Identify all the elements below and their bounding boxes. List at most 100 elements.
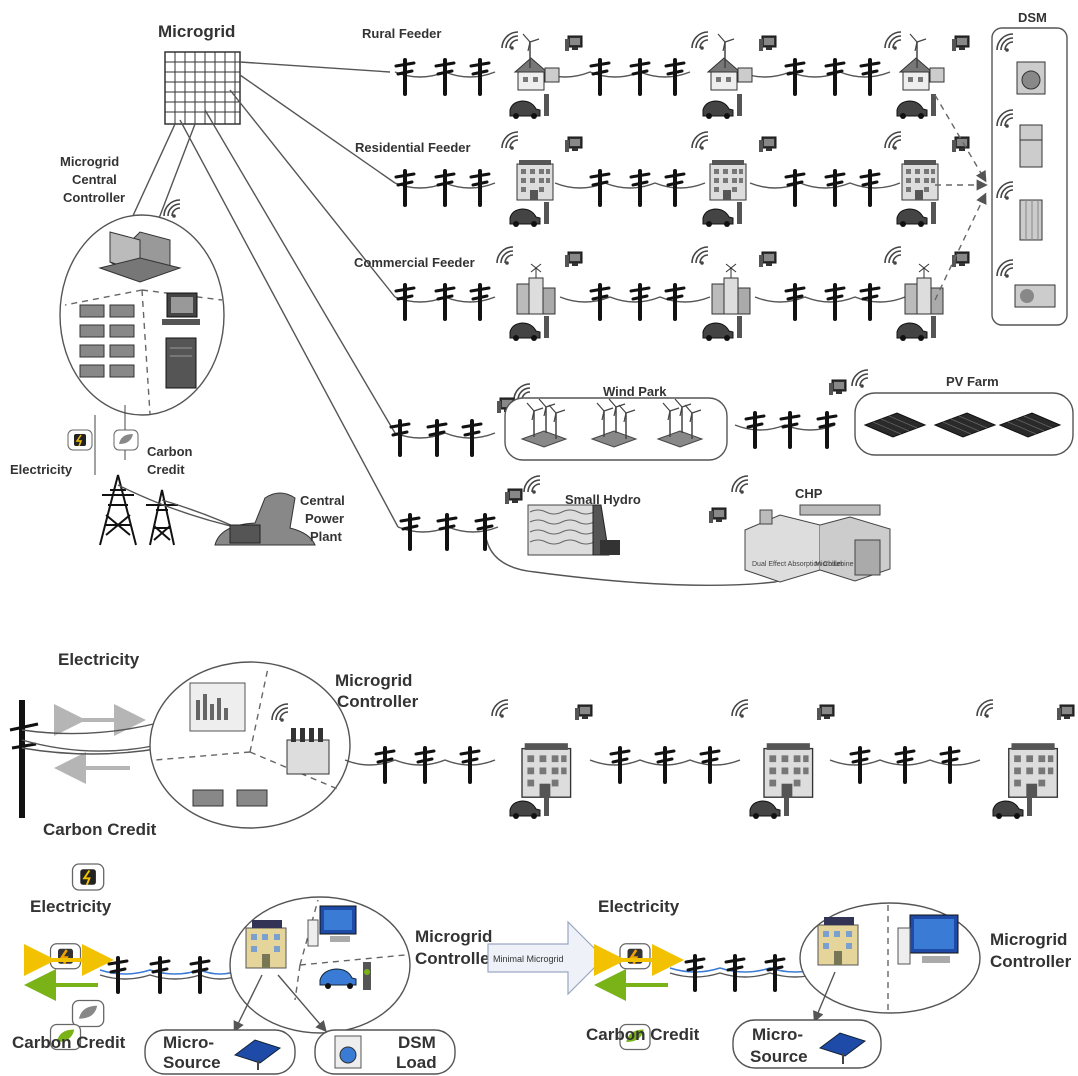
- dsm-load-label-1: DSM: [398, 1033, 436, 1052]
- microgrid-controller-bl-label-1: Microgrid: [415, 927, 492, 946]
- small-hydro-icon: [527, 504, 620, 556]
- micro-source-arrow: [233, 974, 263, 1033]
- top-section: Microgrid Microgrid Central Controller: [10, 10, 1074, 587]
- dsm-load-arrow: [277, 974, 327, 1033]
- micro-source-br-label-1: Micro-: [752, 1025, 803, 1044]
- solar-panel-icon: [864, 412, 1061, 438]
- carbon-credit-br-label: Carbon Credit: [586, 1025, 700, 1044]
- battery-bank-icon: [79, 304, 135, 378]
- computer-icon: [708, 507, 727, 524]
- carbon-credit-label-1: Carbon: [147, 444, 193, 459]
- microgrid-controller-label-1: Microgrid: [335, 671, 412, 690]
- building-icon: [817, 917, 859, 966]
- building-icon: [245, 920, 287, 969]
- microgrid-controller-bl-label-2: Controller: [415, 949, 497, 968]
- micro-source-br-label-2: Source: [750, 1047, 808, 1066]
- dsm-panel: [991, 27, 1068, 326]
- wifi-icon: [523, 475, 541, 495]
- micro-source-bl-label-1: Micro-: [163, 1033, 214, 1052]
- chp-sub-label-1: Dual Effect Absorption Chiller: [752, 561, 844, 568]
- bl-poles: [107, 956, 211, 994]
- microgrid-controller-br-label-1: Microgrid: [990, 930, 1067, 949]
- residential-buildings: [501, 131, 970, 228]
- electricity-mid-label: Electricity: [58, 650, 140, 669]
- bl-feeder-wire-2: [99, 974, 241, 980]
- commercial-buildings: [496, 246, 970, 342]
- controller-dividers: [64, 289, 223, 415]
- heater-icon: [1019, 199, 1043, 241]
- air-conditioner-icon: [1014, 284, 1056, 308]
- wind-park-label: Wind Park: [603, 384, 667, 399]
- middle-section: Electricity Carbon Credit: [9, 650, 1075, 1028]
- transformer-icon: [286, 728, 330, 775]
- computer-icon: [307, 905, 357, 947]
- washing-machine-icon: [334, 1035, 362, 1069]
- chp-plant-icon: [744, 504, 891, 583]
- leaf-icon: [71, 999, 105, 1028]
- carbon-credit-mid-label: Carbon Credit: [43, 820, 157, 839]
- monitoring-panel-icon: [189, 682, 246, 732]
- dsm-load-label-2: Load: [396, 1053, 437, 1072]
- microgrid-controller-br-label-2: Controller: [990, 952, 1072, 971]
- wifi-icon: [163, 199, 181, 219]
- electricity-plug-icon: [67, 429, 93, 451]
- central-controller-label-3: Controller: [63, 190, 125, 205]
- carbon-credit-bl-label: Carbon Credit: [12, 1033, 126, 1052]
- solar-panel-icon: [233, 1039, 282, 1070]
- electric-car-icon: [319, 962, 371, 990]
- electricity-br-label: Electricity: [598, 897, 680, 916]
- computer-icon: [828, 379, 847, 396]
- residential-feeder-wire: [394, 182, 901, 189]
- bottom-left-section: Electricity Carbon Credit: [12, 896, 497, 1075]
- commercial-feeder-label: Commercial Feeder: [354, 255, 475, 270]
- micro-source-bl-label-2: Source: [163, 1053, 221, 1072]
- central-power-plant-label-3: Plant: [310, 529, 342, 544]
- bl-feeder-wire: [99, 969, 241, 975]
- chp-sub-label-2: Microturbine: [815, 561, 854, 568]
- br-feeder-wire-2: [669, 972, 821, 978]
- central-controller-label-1: Microgrid: [60, 154, 119, 169]
- small-hydro-label: Small Hydro: [565, 492, 641, 507]
- solar-panel-icon: [818, 1032, 867, 1064]
- dsm-dashed-links: [934, 94, 988, 301]
- battery-icon: [192, 789, 268, 807]
- wifi-icon: [851, 369, 869, 389]
- transmission-towers: [99, 474, 178, 546]
- electricity-plug-icon: [49, 942, 82, 970]
- microgrid-label: Microgrid: [158, 22, 235, 41]
- pv-farm-label: PV Farm: [946, 374, 999, 389]
- washing-machine-icon: [1016, 61, 1046, 95]
- central-controller-label-2: Central: [72, 172, 117, 187]
- minimal-microgrid-arrow: Minimal Microgrid: [487, 920, 605, 996]
- middle-buildings: [491, 699, 1075, 820]
- rural-feeder-label: Rural Feeder: [362, 26, 441, 41]
- electricity-plug-icon: [71, 863, 105, 891]
- electricity-bl-label: Electricity: [30, 897, 112, 916]
- leaf-icon: [113, 429, 139, 451]
- dsm-label: DSM: [1018, 10, 1047, 25]
- computer-icon: [897, 914, 959, 965]
- computer-icon: [162, 292, 200, 389]
- rural-houses: [501, 31, 970, 120]
- control-building-icon: [98, 231, 182, 283]
- microgrid-feed-lines: [114, 61, 399, 528]
- grid-pole-icon: [9, 700, 39, 818]
- central-power-plant-icon: [214, 492, 316, 546]
- chp-label: CHP: [795, 486, 823, 501]
- microgrid-grid-icon: [164, 51, 241, 125]
- electricity-label: Electricity: [10, 462, 73, 477]
- electricity-plug-icon: [618, 942, 652, 970]
- dsm-appliances: [996, 33, 1056, 308]
- central-power-plant-label-1: Central: [300, 493, 345, 508]
- residential-feeder-label: Residential Feeder: [355, 140, 471, 155]
- bottom-right-section: Electricity Carbon Credit Microgrid Cont…: [586, 897, 1072, 1069]
- micro-source-arrow: [813, 971, 836, 1023]
- refrigerator-icon: [1019, 124, 1043, 168]
- grid-wires: [21, 721, 163, 755]
- microgrid-controller-label-2: Controller: [337, 692, 419, 711]
- wifi-icon: [731, 475, 749, 495]
- minimal-microgrid-label: Minimal Microgrid: [493, 954, 564, 964]
- carbon-credit-label-2: Credit: [147, 462, 185, 477]
